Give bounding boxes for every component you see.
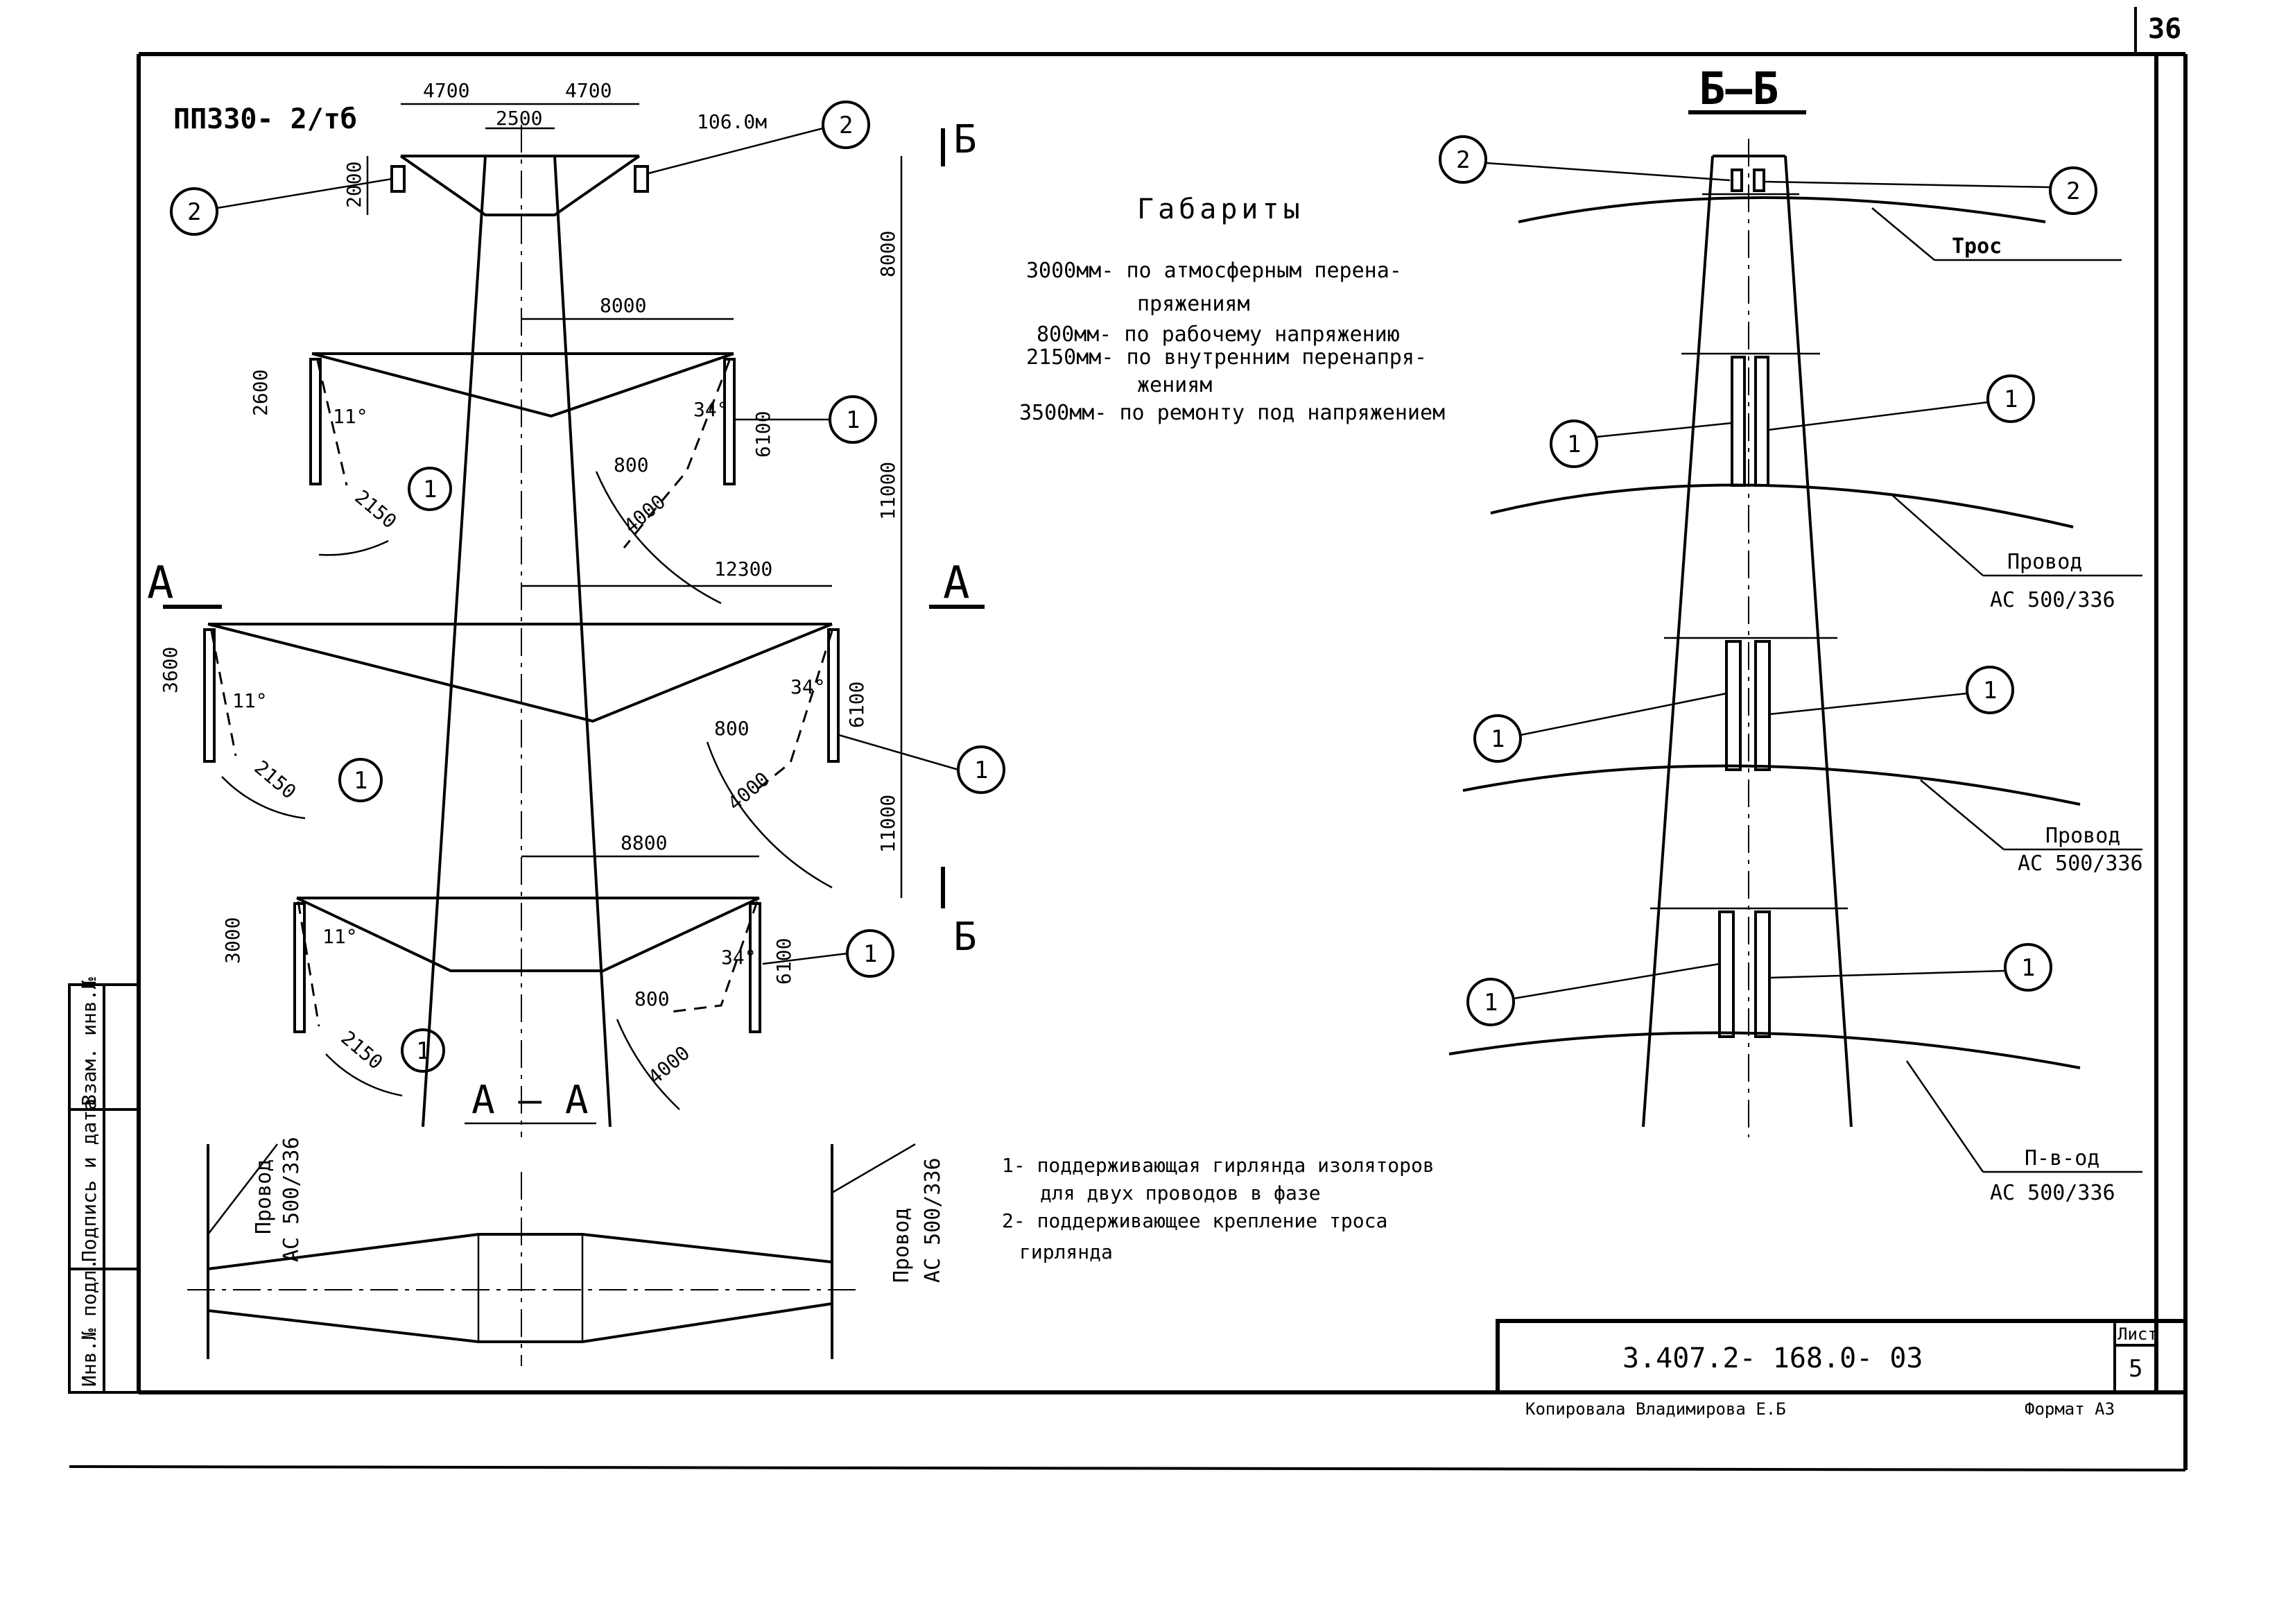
callout-1-lower-left: 1	[416, 1037, 430, 1065]
dim-3000: 3000	[221, 917, 244, 964]
bb-callout-2-left: 2	[1456, 146, 1470, 174]
mark-b-top: Б	[953, 117, 977, 162]
tros-label: Трос	[1952, 234, 2002, 259]
drawing-designation: ПП330- 2/тб	[173, 103, 357, 135]
dim-6100-b: 6100	[845, 682, 868, 728]
page-number: 36	[2148, 13, 2181, 45]
tower-dimensions: 4700 4700 2500 2000 106.0м 8000 8000 260…	[159, 79, 899, 1089]
clearance-line-4: 2150мм- по внутренним перенапря-	[1026, 345, 1427, 370]
callout-1-upper: 1	[846, 406, 860, 434]
dim-12300: 12300	[714, 558, 772, 580]
wire-spec-1: АС 500/336	[1990, 588, 2115, 612]
copied-by: Копировала Владимирова Е.Б	[1525, 1399, 1786, 1419]
angle-11-b: 11°	[232, 689, 268, 712]
dim-3600: 3600	[159, 647, 182, 693]
clearance-line-5: жениям	[1137, 373, 1212, 397]
wire-label-1: Провод	[2007, 550, 2082, 574]
dim-4700-left: 4700	[423, 79, 469, 102]
sheet-frame	[69, 7, 2188, 1471]
dim-8800: 8800	[621, 831, 667, 854]
dim-4000-b: 4000	[723, 768, 774, 815]
wire-spec-3: АС 500/336	[1990, 1181, 2115, 1205]
format: Формат А3	[2025, 1399, 2115, 1419]
legend-line-1: 1- поддерживающая гирлянда изоляторов	[1002, 1154, 1435, 1177]
legend-line-4: гирлянда	[1019, 1241, 1113, 1263]
clearance-line-1: 3000мм- по атмосферным перена-	[1026, 259, 1402, 283]
clearance-line-6: 3500мм- по ремонту под напряжением	[1019, 401, 1445, 425]
dim-elevation: 106.0м	[697, 110, 767, 133]
dim-800-c: 800	[634, 987, 670, 1010]
dim-4700-right: 4700	[565, 79, 612, 102]
legend-line-3: 2- поддерживающее крепление троса	[1002, 1209, 1387, 1232]
dim-4000-c: 4000	[643, 1042, 694, 1089]
angle-34-b: 34°	[790, 675, 826, 698]
clearance-line-3: 800мм- по рабочему напряжению	[1037, 322, 1400, 347]
angle-34-c: 34°	[721, 946, 756, 969]
bb-callout-1-middle-right: 1	[1983, 677, 1997, 705]
section-aa-label: А – А	[471, 1078, 589, 1123]
plan-view-aa: Провод АС 500/336 Провод АС 500/336	[187, 1137, 945, 1366]
angle-11-c: 11°	[322, 925, 358, 948]
plan-wire-spec-left: АС 500/336	[279, 1137, 304, 1262]
clearances-note: Габариты 3000мм- по атмосферным перена- …	[1019, 193, 1445, 425]
legend: 1- поддерживающая гирлянда изоляторов дл…	[1002, 1154, 1435, 1263]
angle-11-a: 11°	[333, 405, 368, 428]
dim-2600: 2600	[249, 370, 272, 416]
dim-2500: 2500	[496, 107, 542, 130]
plan-wire-left: Провод	[252, 1159, 276, 1234]
bb-callout-1-lower-left: 1	[1484, 989, 1498, 1017]
bb-callout-1-lower-right: 1	[2021, 954, 2035, 982]
wire-label-3: П-в-од	[2025, 1146, 2099, 1171]
callout-1-lower: 1	[863, 940, 877, 968]
side-view-bb: Б–Б	[1448, 64, 2081, 1137]
dim-2150-b: 2150	[250, 756, 301, 804]
mark-a-right: А	[943, 558, 970, 609]
stamp-replace-inv: Взам. инв.№	[78, 977, 101, 1106]
sheet-number: 5	[2129, 1355, 2142, 1383]
section-marks: А А Б Б А – А	[147, 117, 985, 1125]
section-bb-label: Б–Б	[1699, 64, 1779, 115]
side-stamp: Взам. инв.№ Подпись и дата Инв.№ подл.	[68, 977, 140, 1394]
bb-callout-1-middle-left: 1	[1491, 725, 1505, 753]
wire-label-2: Провод	[2045, 824, 2120, 848]
stamp-signature-date: Подпись и дата	[78, 1098, 101, 1262]
mark-a-left: А	[147, 558, 174, 609]
bb-callout-2-right: 2	[2066, 178, 2080, 205]
callout-1-middle-left: 1	[354, 767, 367, 795]
mark-b-bottom: Б	[953, 915, 977, 960]
dim-11000-b: 11000	[876, 795, 899, 853]
dim-11000-a: 11000	[876, 462, 899, 520]
dim-4000-a: 4000	[619, 490, 670, 538]
sheet-label: Лист	[2118, 1324, 2158, 1344]
title-block: 3.407.2- 168.0- 03 Лист 5 Копировала Вла…	[1496, 1319, 2188, 1419]
wire-spec-2: АС 500/336	[2018, 852, 2143, 876]
callout-2-top-left: 2	[187, 198, 201, 226]
dim-800-a: 800	[614, 453, 649, 476]
bb-callout-1-upper-left: 1	[1567, 431, 1581, 458]
tower-front-view	[203, 103, 903, 1137]
bb-callout-1-upper-right: 1	[2004, 386, 2018, 413]
plan-wire-spec-right: АС 500/336	[921, 1157, 945, 1283]
dim-2150-c: 2150	[337, 1026, 388, 1074]
clearance-line-2: пряжениям	[1137, 292, 1250, 316]
stamp-inv-original: Инв.№ подл.	[78, 1259, 101, 1387]
callout-2-top-right: 2	[839, 112, 853, 139]
dim-6100-a: 6100	[752, 411, 774, 458]
legend-line-2: для двух проводов в фазе	[1040, 1182, 1321, 1204]
callouts-front: 2 2 1 1 1 1 1 1	[170, 101, 1005, 1073]
plan-wire-right: Провод	[890, 1208, 914, 1283]
drawing-code: 3.407.2- 168.0- 03	[1622, 1342, 1923, 1374]
angle-34-a: 34°	[693, 398, 729, 421]
side-view-labels: 2 2 Трос 1 1 Провод АС 500/336 1 1 Прово…	[1439, 135, 2143, 1205]
dim-8000: 8000	[600, 294, 646, 317]
dim-2150-a: 2150	[351, 485, 401, 533]
dim-8000-top: 8000	[876, 231, 899, 277]
callout-1-upper-left: 1	[423, 476, 437, 503]
callout-1-middle: 1	[974, 757, 988, 784]
clearances-title: Габариты	[1137, 193, 1304, 225]
dim-800-b: 800	[714, 717, 750, 740]
